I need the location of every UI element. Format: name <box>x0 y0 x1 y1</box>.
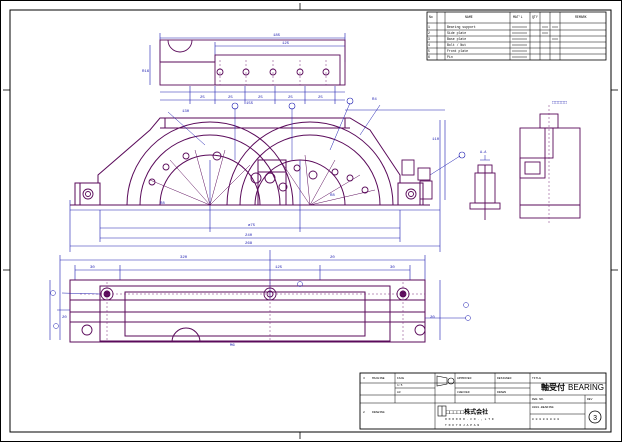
section-view-a: A-A <box>469 151 501 220</box>
svg-text:5: 5 <box>428 49 430 53</box>
svg-text:R8: R8 <box>330 194 335 198</box>
svg-text:125: 125 <box>282 42 290 46</box>
svg-text:DESIGNED: DESIGNED <box>497 377 512 380</box>
svg-text:2: 2 <box>363 411 365 414</box>
svg-text:FACE: FACE <box>397 377 404 380</box>
svg-text:3: 3 <box>428 37 430 41</box>
svg-text:20: 20 <box>62 316 67 320</box>
svg-text:DRAWING: DRAWING <box>372 411 385 414</box>
svg-text:R4: R4 <box>372 98 377 102</box>
svg-text:240: 240 <box>245 234 253 238</box>
svg-text:130: 130 <box>182 110 190 114</box>
front-view: ø75 240 268 130 R4 110 R8 R8 <box>69 97 466 252</box>
svg-text:268: 268 <box>245 242 253 246</box>
svg-text:Bearing support: Bearing support <box>447 25 476 29</box>
svg-text:0 0 0 0 0 0 0 0: 0 0 0 0 0 0 0 0 <box>532 418 559 421</box>
svg-text:25: 25 <box>318 96 323 100</box>
svg-text:30: 30 <box>390 266 395 270</box>
svg-text:REMARK: REMARK <box>575 15 587 19</box>
drawing-title-en: BEARING <box>568 383 604 392</box>
svg-text:A3: A3 <box>397 391 401 394</box>
svg-text:DRAWN: DRAWN <box>497 391 506 394</box>
svg-text:MAT'L: MAT'L <box>513 15 523 19</box>
svg-text:4: 4 <box>428 43 430 47</box>
sheet-number: 3 <box>593 415 597 423</box>
svg-text:25: 25 <box>228 96 233 100</box>
side-view-label: □□□□□ <box>552 100 567 106</box>
svg-text:ø75: ø75 <box>248 224 256 228</box>
svg-text:REV: REV <box>587 398 593 401</box>
svg-text:1: 1 <box>428 25 430 29</box>
svg-text:APPROVED: APPROVED <box>457 377 472 380</box>
svg-text:25: 25 <box>200 96 205 100</box>
projection-symbol <box>436 375 455 387</box>
sheet-inner-border <box>9 9 612 433</box>
svg-text:20: 20 <box>430 316 435 320</box>
svg-text:No: No <box>429 15 433 19</box>
company-logo <box>437 405 447 417</box>
svg-text:2: 2 <box>428 31 430 35</box>
svg-text:1:5: 1:5 <box>397 384 403 387</box>
svg-text:M6: M6 <box>230 344 235 348</box>
svg-text:Pin: Pin <box>447 55 453 59</box>
svg-text:MACHINE: MACHINE <box>372 377 385 380</box>
company-name: □□□□□株式会社 <box>446 408 488 416</box>
svg-text:T O K Y O J A P A N: T O K Y O J A P A N <box>445 424 479 427</box>
svg-text:TITLE: TITLE <box>532 377 541 380</box>
title-block: 3 MACHINE FACE 1:5 A3 APPROVED CHECKED D… <box>359 372 607 430</box>
svg-text:R16: R16 <box>142 70 150 74</box>
svg-text:R8: R8 <box>160 202 165 206</box>
svg-text:0001-BEARING: 0001-BEARING <box>532 406 554 409</box>
svg-text:Bolt / Nut: Bolt / Nut <box>447 43 466 47</box>
svg-text:155: 155 <box>246 102 254 106</box>
svg-text:Front plate: Front plate <box>447 49 468 53</box>
side-view: □□□□□ <box>519 100 581 225</box>
svg-text:6: 6 <box>428 55 430 59</box>
svg-text:25: 25 <box>288 96 293 100</box>
svg-text:320: 320 <box>180 256 188 260</box>
svg-text:CHECKED: CHECKED <box>457 391 470 394</box>
top-plate-view: 185 125 R16 25 25 25 25 25 155 <box>142 33 346 106</box>
svg-text:20: 20 <box>330 256 335 260</box>
svg-text:NAME: NAME <box>465 15 473 19</box>
svg-text:30: 30 <box>90 266 95 270</box>
svg-text:Base plate: Base plate <box>447 37 466 41</box>
bill-of-materials-table: No NAME MAT'L QTY REMARK 1 Bearing suppor… <box>426 11 607 61</box>
svg-text:3: 3 <box>363 377 365 380</box>
svg-text:QTY: QTY <box>532 15 538 19</box>
svg-text:DWG NO.: DWG NO. <box>532 398 545 401</box>
svg-text:25: 25 <box>258 96 263 100</box>
drawing-title-jp: 軸受付 <box>541 382 565 392</box>
frame-ticks <box>3 3 618 439</box>
plan-view: 320 20 30 30 125 20 20 M6 <box>49 250 471 348</box>
sheet-number-circle <box>588 410 602 424</box>
svg-text:A-A: A-A <box>480 151 487 155</box>
svg-text:Side plate: Side plate <box>447 31 466 35</box>
svg-text:125: 125 <box>275 266 283 270</box>
svg-text:110: 110 <box>432 138 440 142</box>
svg-text:185: 185 <box>273 34 281 38</box>
svg-text:O O O O O O . C O . , L T D: O O O O O O . C O . , L T D <box>445 418 494 421</box>
